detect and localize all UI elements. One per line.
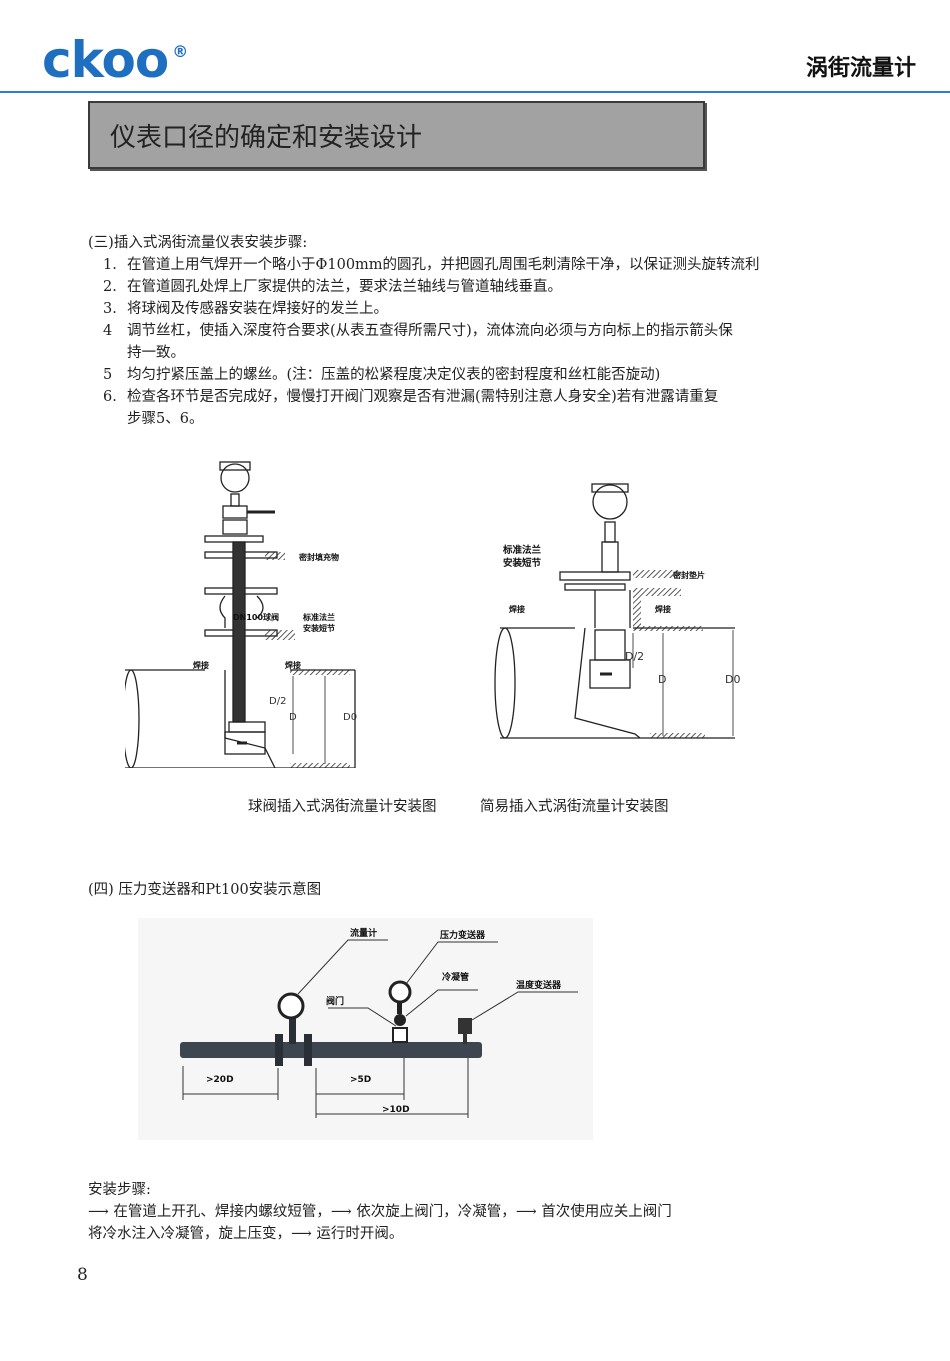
label-10d: >10D [382,1105,410,1115]
pressure-temp-install-diagram: 流量计 压力变送器 冷凝管 阀门 温度变送器 >20D >5D >10D [138,918,593,1140]
label-temp-transmitter: 温度变送器 [516,979,562,991]
label-gasket: 密封垫片 [672,570,705,580]
step-text: 持一致。 [127,345,185,361]
label-flowmeter: 流量计 [350,927,377,939]
caption-right-figure: 简易插入式涡街流量计安装图 [480,799,669,815]
label-std-flange: 标准法兰 [502,544,542,556]
step-text: 将球阀及传感器安装在焊接好的发兰上。 [127,301,388,317]
label-d: D [658,673,666,686]
brand-logo: ckoo® [42,30,188,90]
label-weld-left: 焊接 [193,660,209,670]
label-condenser-tube: 冷凝管 [442,971,469,983]
ball-valve-insertion-diagram: 密封填充物 DN100球阀 标准法兰 安装短节 焊接 焊接 D/2 D D0 [125,461,357,768]
install-steps-heading: 安装步骤: [88,1182,151,1198]
arrow-icon: ⟶ [291,1226,312,1242]
label-5d: >5D [350,1075,371,1085]
label-d0: D0 [725,673,740,686]
page-number: 8 [77,1265,88,1285]
label-std-flange: 标准法兰 [302,612,335,622]
logo-text: ckoo [42,31,169,89]
step-text: 在管道上开孔、焊接内螺纹短管， [113,1204,331,1220]
step-text: 将冷水注入冷凝管，旋上压变， [88,1226,291,1242]
simple-insertion-diagram: 标准法兰 安装短节 密封垫片 焊接 焊接 D/2 D D0 [494,483,740,739]
section-title-box: 仪表口径的确定和安装设计 [88,101,705,169]
step-number: 3. [103,301,117,317]
label-seal-filler: 密封填充物 [298,552,339,562]
label-20d: >20D [206,1075,234,1085]
arrow-icon: ⟶ [330,1204,352,1220]
part4-heading: (四) 压力变送器和Pt100安装示意图 [88,882,322,898]
install-steps-line-1: ⟶ 在管道上开孔、焊接内螺纹短管，⟶ 依次旋上阀门，冷凝管，⟶ 首次使用应关上阀… [88,1201,672,1223]
step-text: 依次旋上阀门，冷凝管， [356,1204,516,1220]
label-pressure-transmitter: 压力变送器 [440,929,486,941]
step-number: 4 [103,323,113,339]
step-text: 均匀拧紧压盖上的螺丝。(注：压盖的松紧程度决定仪表的密封程度和丝杠能否旋动) [127,367,661,383]
step-text: 调节丝杠，使插入深度符合要求(从表五查得所需尺寸)，流体流向必须与方向标上的指示… [127,323,733,339]
label-d: D [289,712,297,723]
label-valve: 阀门 [326,995,344,1007]
step-text: 检查各环节是否完成好，慢慢打开阀门观察是否有泄漏(需特别注意人身安全)若有泄露请… [127,389,719,405]
label-half-d: D/2 [269,696,286,707]
label-install-nipple: 安装短节 [303,623,335,633]
document-title: 涡街流量计 [805,56,916,81]
header-divider [0,91,950,93]
step-number: 5 [103,367,113,383]
step-text: 运行时开阀。 [316,1226,404,1242]
step-number: 1. [103,257,117,273]
label-d0: D0 [343,712,357,723]
step-number: 2. [103,279,117,295]
label-half-d: D/2 [625,650,644,663]
part3-heading: (三)插入式涡街流量仪表安装步骤: [88,235,308,251]
caption-left-figure: 球阀插入式涡街流量计安装图 [248,799,437,815]
step-text: 在管道上用气焊开一个略小于Φ100mm的圆孔，并把圆孔周围毛刺清除干净，以保证测… [127,257,760,273]
label-weld-right: 焊接 [655,604,671,614]
registered-mark: ® [172,42,188,61]
section-title: 仪表口径的确定和安装设计 [110,123,423,153]
label-weld-left: 焊接 [509,604,525,614]
arrow-icon: ⟶ [515,1204,537,1220]
label-weld-right: 焊接 [285,660,301,670]
step-number: 6. [103,389,117,405]
label-install-nipple: 安装短节 [503,557,542,569]
install-steps-line-2: 将冷水注入冷凝管，旋上压变，⟶ 运行时开阀。 [88,1223,403,1245]
step-text: 步骤5、6。 [127,411,204,427]
arrow-icon: ⟶ [88,1204,109,1220]
step-text: 在管道圆孔处焊上厂家提供的法兰，要求法兰轴线与管道轴线垂直。 [127,279,562,295]
label-ball-valve: DN100球阀 [233,612,279,622]
step-text: 首次使用应关上阀门 [541,1204,672,1220]
